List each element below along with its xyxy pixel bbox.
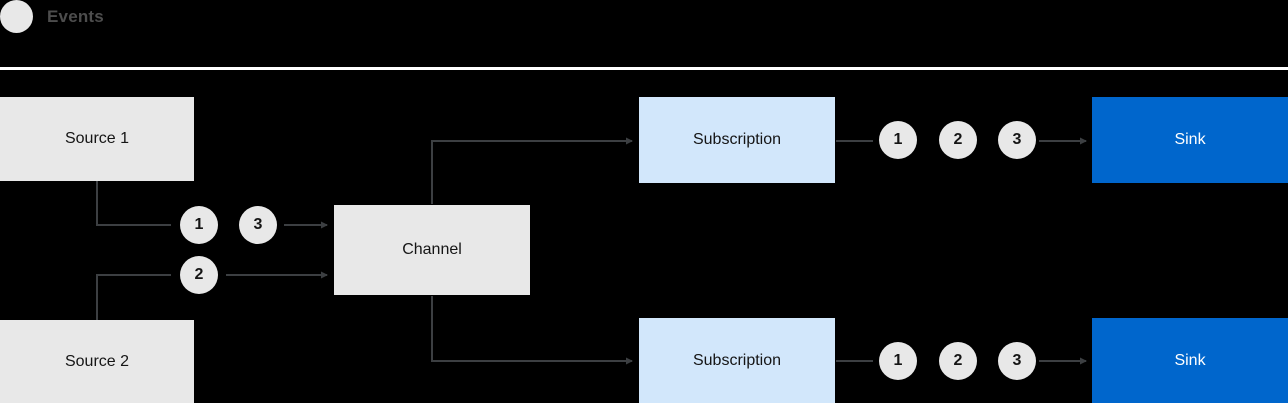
node-channel[interactable]: Channel xyxy=(334,205,530,295)
event-badge-label: 2 xyxy=(953,131,963,148)
event-circle-icon xyxy=(0,0,33,33)
node-subscription-2[interactable]: Subscription xyxy=(639,318,835,403)
event-badge-label: 1 xyxy=(194,216,204,233)
node-channel-label: Channel xyxy=(402,241,462,258)
node-source-1-label: Source 1 xyxy=(64,130,130,147)
event-badge: 2 xyxy=(939,121,977,159)
event-badge: 3 xyxy=(998,121,1036,159)
event-badge: 3 xyxy=(239,206,277,244)
event-badge-label: 3 xyxy=(1012,352,1022,369)
node-subscription-2-label: Subscription xyxy=(692,351,782,369)
divider xyxy=(0,67,1288,70)
wire-source2-to-events xyxy=(96,274,171,320)
event-badge-label: 1 xyxy=(893,131,903,148)
event-badge: 2 xyxy=(939,342,977,380)
node-sink-2[interactable]: Sink xyxy=(1092,318,1288,403)
node-source-2[interactable]: Source 2 xyxy=(0,320,194,403)
wire-channel-to-subscription1 xyxy=(431,137,633,204)
event-badge-label: 1 xyxy=(893,352,903,369)
event-badge: 1 xyxy=(879,342,917,380)
node-sink-1[interactable]: Sink xyxy=(1092,97,1288,183)
node-subscription-1[interactable]: Subscription xyxy=(639,97,835,183)
node-source-2-label: Source 2 xyxy=(64,352,130,370)
event-badge: 3 xyxy=(998,342,1036,380)
node-source-1[interactable]: Source 1 xyxy=(0,97,194,181)
legend: Events xyxy=(0,0,1288,33)
event-badge-label: 3 xyxy=(1012,131,1022,148)
event-badge: 2 xyxy=(180,256,218,294)
event-badge: 1 xyxy=(180,206,218,244)
wire-channel-to-subscription2 xyxy=(431,296,633,365)
event-badge-label: 2 xyxy=(953,352,963,369)
node-sink-2-label: Sink xyxy=(1174,351,1206,369)
event-badge-label: 3 xyxy=(253,216,263,233)
event-badge-label: 2 xyxy=(194,266,204,283)
node-subscription-1-label: Subscription xyxy=(692,131,782,148)
event-badge: 1 xyxy=(879,121,917,159)
legend-label: Events xyxy=(47,6,104,26)
wire-source1-to-events xyxy=(96,181,171,226)
node-sink-1-label: Sink xyxy=(1174,131,1206,148)
